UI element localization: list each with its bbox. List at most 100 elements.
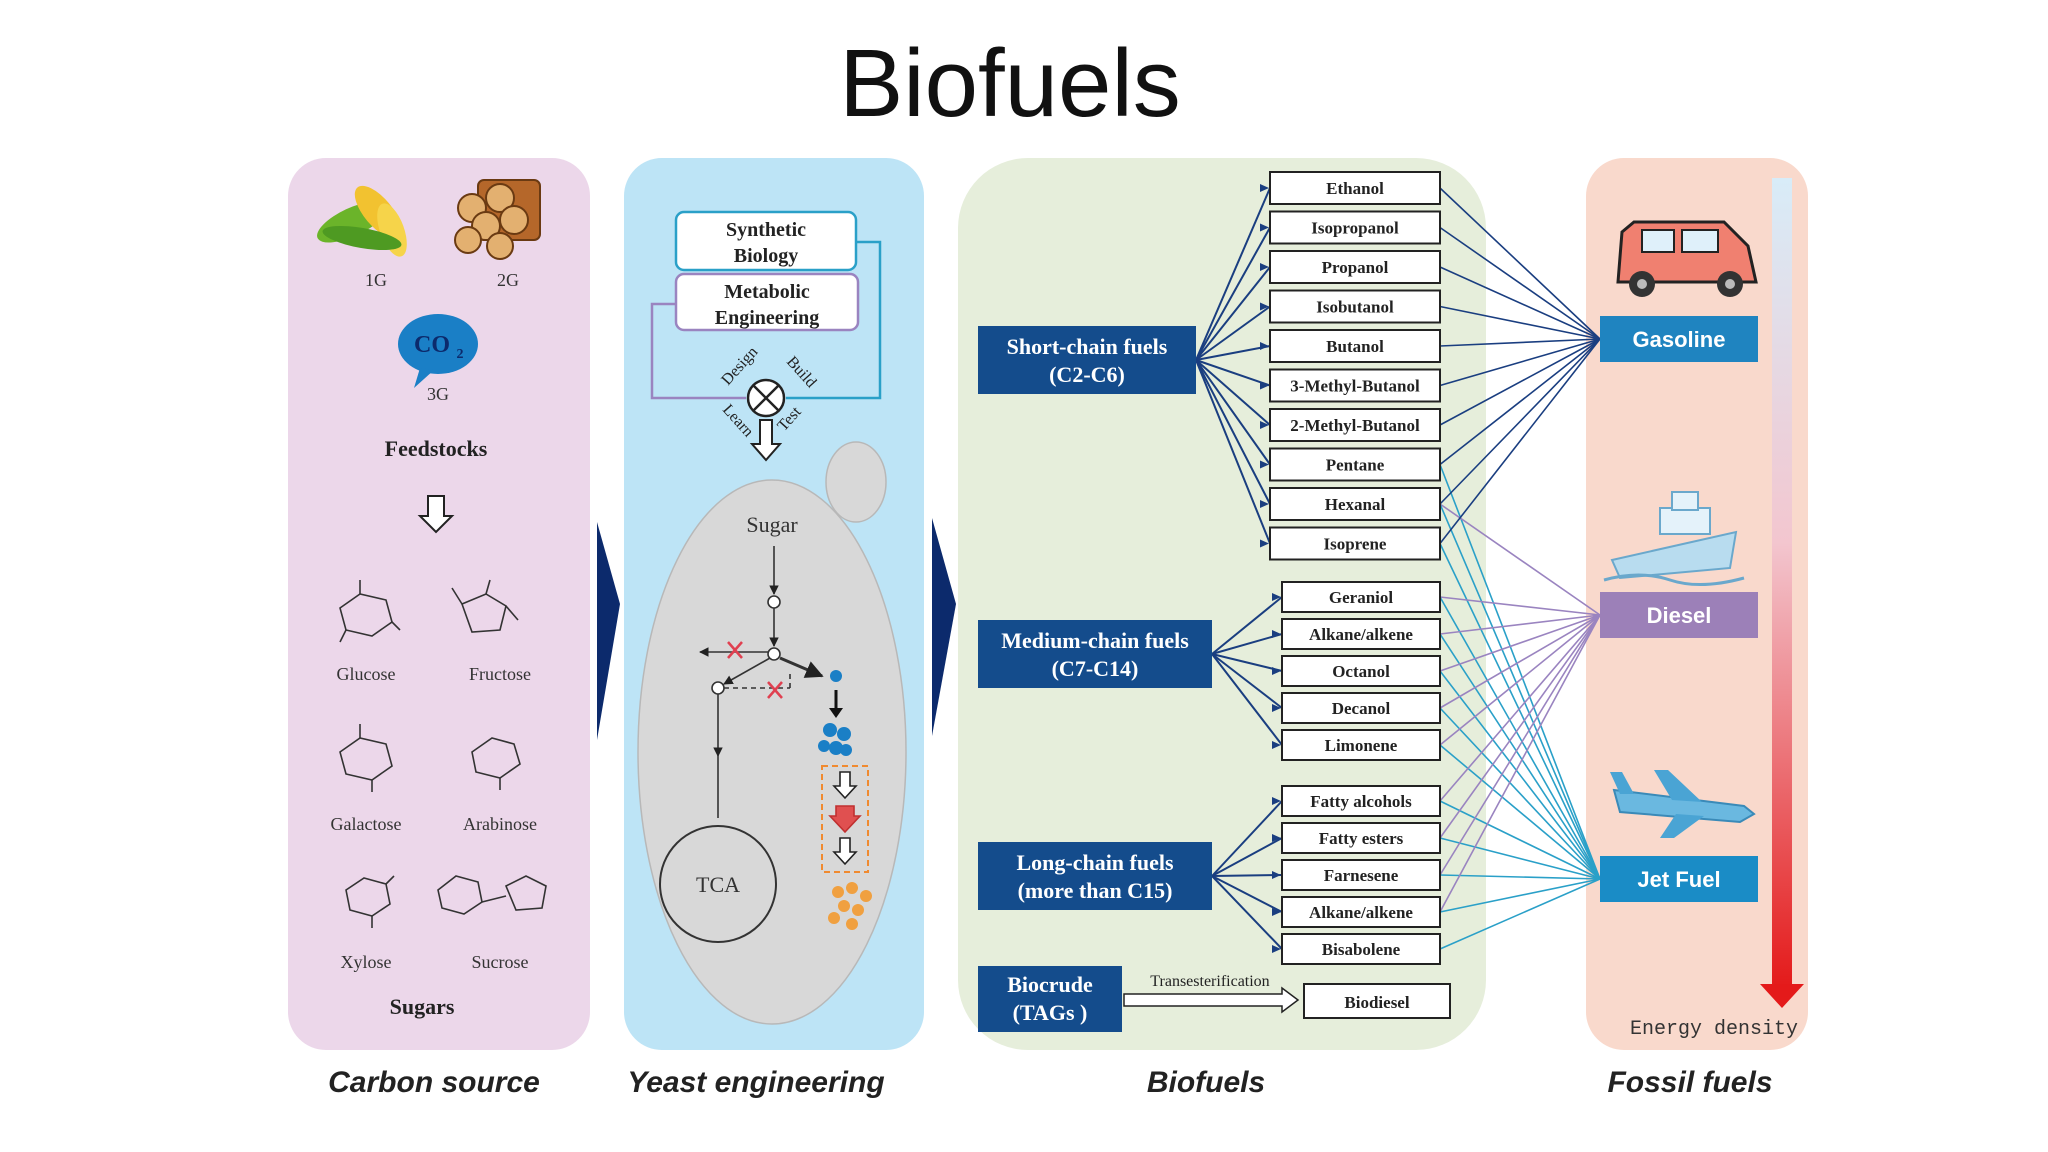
connector-arrowhead: [1272, 797, 1281, 805]
caption-yeast-engineering: Yeast engineering: [627, 1066, 884, 1099]
gen3-label: 3G: [427, 384, 449, 404]
group-item-connector: [1195, 266, 1271, 361]
fossil-connector: [1439, 614, 1601, 839]
sugar-arabinose-label: Arabinose: [463, 814, 537, 834]
group-item-connector: [1211, 596, 1283, 655]
yeast-bud: [825, 441, 887, 523]
fossil-connector: [1439, 633, 1601, 880]
group-item-connector: [1195, 359, 1271, 466]
transesterification-label: Transesterification: [1150, 973, 1269, 990]
biodiesel-box: [1303, 983, 1451, 1019]
fossil-connector: [1439, 614, 1601, 802]
fossil-connector: [1439, 338, 1601, 387]
connector-arrowhead: [1260, 223, 1269, 232]
group-item-connector: [1195, 187, 1271, 361]
biofuel-item-box: [1269, 171, 1441, 205]
biofuel-groups: Short-chain fuels(C2-C6)Medium-chain fue…: [978, 326, 1212, 910]
biofuel-items: EthanolIsopropanolPropanolIsobutanolButa…: [1269, 171, 1441, 965]
connector-arrowhead: [1272, 871, 1281, 879]
fossil-connector: [1439, 464, 1601, 880]
fuel-group-box: [978, 842, 1212, 910]
biofuel-item-label: Limonene: [1325, 736, 1398, 755]
group-item-connector: [1211, 874, 1283, 877]
synthetic-biology-line2: Biology: [734, 245, 798, 267]
group-item-connector: [1211, 875, 1283, 913]
gen1-label: 1G: [365, 270, 387, 290]
flow-arrow-1: [597, 522, 620, 740]
connector-arrowhead: [1272, 945, 1281, 953]
diesel-box: [1600, 592, 1758, 638]
biofuel-item-label: Fatty esters: [1319, 829, 1404, 848]
biofuel-item-box: [1281, 822, 1441, 854]
arabinose-structure-icon: [471, 737, 521, 790]
fossil-connector: [1439, 338, 1601, 426]
fossil-connector: [1439, 614, 1601, 672]
connector-arrowhead: [1272, 667, 1281, 675]
connector-arrowhead: [1272, 741, 1281, 749]
group-item-connector: [1195, 359, 1271, 544]
fossil-connector: [1439, 874, 1601, 880]
caption-biofuels: Biofuels: [1147, 1066, 1265, 1099]
logs-icon: [454, 179, 541, 260]
biofuel-item-box: [1281, 896, 1441, 928]
biofuel-item-box: [1281, 933, 1441, 965]
fossil-connector: [1439, 338, 1601, 544]
group-item-connector: [1195, 359, 1271, 505]
energy-density-label: Energy density: [1630, 1018, 1798, 1041]
fossil-connector: [1439, 800, 1601, 880]
fossil-connector: [1439, 614, 1601, 635]
fossil-connector: [1439, 338, 1601, 466]
fossil-connector: [1439, 338, 1601, 505]
group-item-connector: [1195, 305, 1271, 361]
biofuel-item-label: Isoprene: [1324, 535, 1387, 554]
connector-arrowhead: [1260, 302, 1269, 311]
design-loop-line: [650, 302, 746, 400]
biofuel-item-box: [1281, 785, 1441, 817]
airplane-icon: [1610, 770, 1756, 838]
group-item-connector: [1211, 633, 1283, 655]
fossil-connector: [1439, 596, 1601, 880]
biofuel-item-label: Pentane: [1326, 456, 1385, 475]
biofuel-item-box: [1281, 655, 1441, 687]
sugar-metabolite-label: Sugar: [746, 512, 798, 537]
corn-icon: [317, 185, 407, 257]
fossil-connector: [1439, 878, 1601, 913]
caption-fossil-fuels: Fossil fuels: [1607, 1066, 1772, 1099]
fossil-connector: [1439, 614, 1601, 746]
fossil-connector: [1439, 707, 1601, 880]
biofuel-item-box: [1281, 581, 1441, 613]
biofuel-item-label: Octanol: [1332, 662, 1390, 681]
biofuel-item-label: Ethanol: [1326, 179, 1384, 198]
sucrose-structure-icon: [437, 875, 547, 915]
biofuel-item-box: [1269, 526, 1441, 561]
biofuel-item-box: [1269, 408, 1441, 442]
group-item-connector: [1195, 359, 1271, 426]
glucose-structure-icon: [339, 580, 401, 643]
group-item-connector: [1211, 653, 1283, 672]
fossil-connector: [1439, 187, 1601, 340]
sugar-glucose-label: Glucose: [337, 664, 396, 684]
product-pathway: [818, 670, 872, 930]
group-item-connector: [1211, 875, 1283, 950]
biofuel-item-label: 2-Methyl-Butanol: [1290, 416, 1420, 435]
biofuel-item-label: Fatty alcohols: [1310, 792, 1412, 811]
biofuel-item-label: Propanol: [1322, 258, 1389, 277]
sugar-xylose-label: Xylose: [341, 952, 392, 972]
flow-arrow-2: [932, 518, 956, 736]
co2-subscript: 2: [457, 347, 464, 362]
fuel-group-label: (C2-C6): [1049, 362, 1125, 387]
biofuel-item-box: [1269, 210, 1441, 245]
fuel-group-label: Short-chain fuels: [1007, 334, 1168, 359]
co2-cloud-icon: CO 2: [398, 314, 478, 388]
fossil-connector: [1439, 744, 1601, 880]
xylose-structure-icon: [345, 875, 395, 928]
connector-arrowhead: [1260, 342, 1269, 350]
tca-label: TCA: [696, 872, 740, 897]
metabolic-engineering-box: [674, 272, 860, 332]
connector-arrowhead: [1260, 500, 1269, 508]
diesel-label: Diesel: [1647, 603, 1712, 628]
energy-density-arrowhead: [1760, 984, 1804, 1008]
gasoline-label: Gasoline: [1633, 327, 1726, 352]
group-item-connector: [1195, 227, 1271, 361]
